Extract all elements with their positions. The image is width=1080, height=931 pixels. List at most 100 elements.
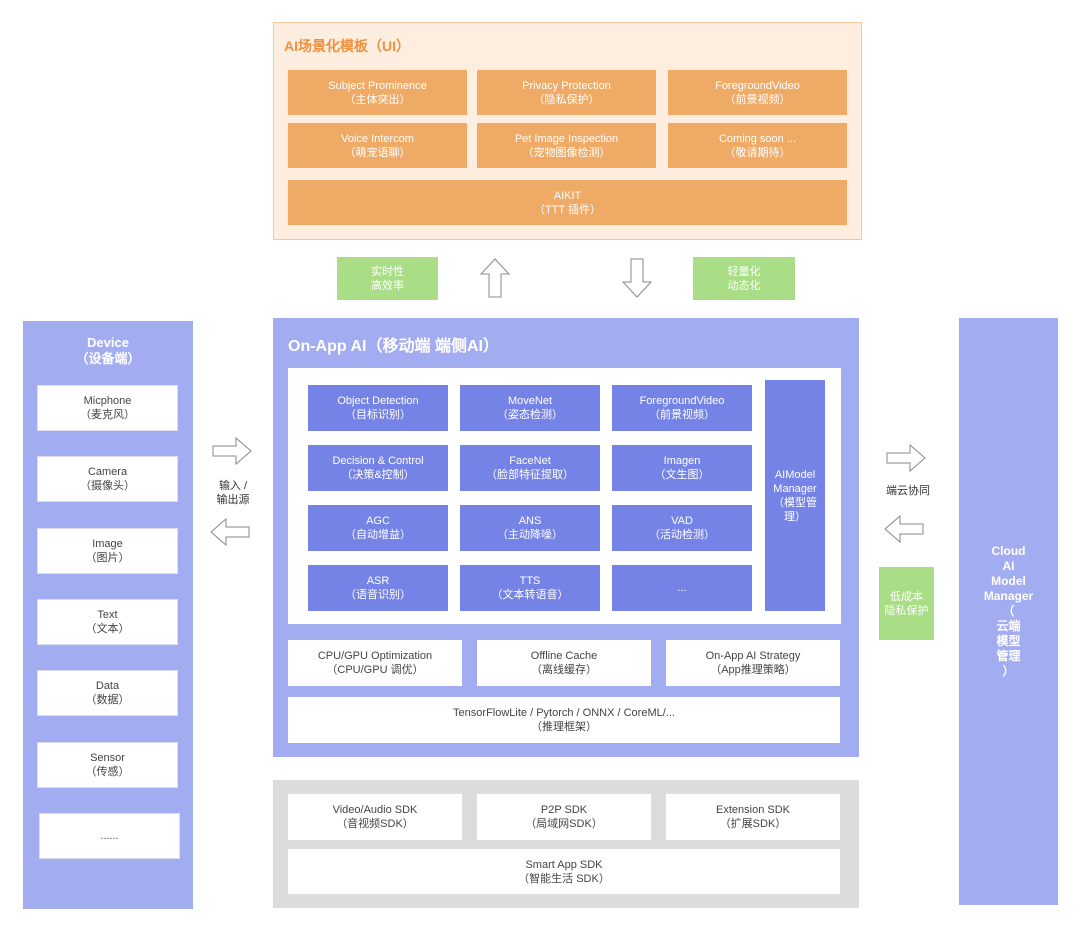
model-label-en: AGC: [366, 515, 390, 527]
device-title-en: Device: [87, 335, 129, 350]
model-label-zh: （文生图）: [654, 469, 710, 481]
cloud-line: AI: [1002, 559, 1015, 573]
sdk-label-zh: （音视频SDK）: [336, 818, 414, 830]
device-item-data[interactable]: Data （数据）: [37, 670, 178, 716]
aikit-box[interactable]: AIKIT （TTT 插件）: [288, 180, 847, 225]
sdk-label-en: Extension SDK: [716, 804, 790, 816]
model-movenet[interactable]: MoveNet （姿态检测）: [460, 385, 600, 431]
device-item-en: Image: [92, 538, 123, 550]
template-voice-intercom[interactable]: Voice Intercom （萌宠语聊）: [288, 123, 467, 168]
sdk-label-en: Video/Audio SDK: [332, 804, 418, 816]
model-label-zh: （主动降噪）: [497, 529, 563, 541]
device-item-zh: （数据）: [85, 694, 130, 706]
on-app-ai-strategy[interactable]: On-App AI Strategy （App推理策略）: [666, 640, 840, 686]
template-label-zh: （敬请期待）: [724, 146, 791, 159]
p2p-sdk[interactable]: P2P SDK （局域网SDK）: [477, 794, 651, 840]
device-title: Device （设备端）: [23, 335, 193, 367]
model-object-detection[interactable]: Object Detection （目标识别）: [308, 385, 448, 431]
model-label-en: ...: [677, 582, 687, 594]
device-item-sensor[interactable]: Sensor （传感）: [37, 742, 178, 788]
model-label-zh: （活动检测）: [649, 529, 715, 541]
model-decision-control[interactable]: Decision & Control （决策&控制）: [308, 445, 448, 491]
model-ans[interactable]: ANS （主动降噪）: [460, 505, 600, 551]
device-item-en: Sensor: [90, 752, 125, 764]
arrow-right-icon: [886, 443, 926, 473]
device-item-zh: （传感）: [85, 766, 130, 778]
device-item-zh: （图片）: [85, 552, 130, 564]
model-asr[interactable]: ASR （语音识别）: [308, 565, 448, 611]
io-label-line-2: 输出源: [216, 494, 250, 506]
cloud-line: 模型: [996, 634, 1021, 648]
video-audio-sdk[interactable]: Video/Audio SDK （音视频SDK）: [288, 794, 462, 840]
manager-line-1: AIModel: [774, 468, 816, 481]
cloud-ai-model-manager[interactable]: Cloud AI Model Manager （ 云端 模型 管理 ）: [959, 318, 1058, 905]
device-item-image[interactable]: Image （图片）: [37, 528, 178, 574]
tag-line-1: 低成本: [890, 590, 923, 603]
template-coming-soon[interactable]: Coming soon ... （敬请期待）: [668, 123, 847, 168]
cloud-line: 云端: [996, 619, 1021, 633]
device-item-micphone[interactable]: Micphone （麦克风）: [37, 385, 178, 431]
model-facenet[interactable]: FaceNet （脸部特征提取）: [460, 445, 600, 491]
model-label-en: TTS: [519, 575, 541, 587]
opt-label-zh: （离线缓存）: [531, 664, 597, 676]
model-vad[interactable]: VAD （活动检测）: [612, 505, 752, 551]
model-label-en: ANS: [518, 515, 542, 527]
model-imagen[interactable]: Imagen （文生图）: [612, 445, 752, 491]
model-label-en: ASR: [366, 575, 390, 587]
device-item-text[interactable]: Text （文本）: [37, 599, 178, 645]
template-foreground-video[interactable]: ForegroundVideo （前景视频）: [668, 70, 847, 115]
smart-app-sdk[interactable]: Smart App SDK （智能生活 SDK）: [288, 849, 840, 894]
arrow-left-icon: [210, 517, 250, 547]
model-label-zh: （决策&控制）: [341, 469, 415, 481]
template-label-zh: （主体突出）: [344, 93, 411, 106]
aimodel-manager[interactable]: AIModel Manager （模型管 理）: [765, 380, 825, 611]
model-label-zh: （脸部特征提取）: [486, 469, 574, 481]
model-tts[interactable]: TTS （文本转语音）: [460, 565, 600, 611]
manager-line-3: （模型管: [773, 496, 817, 509]
inference-framework[interactable]: TensorFlowLite / Pytorch / ONNX / CoreML…: [288, 697, 840, 743]
arrow-down-icon: [621, 258, 653, 298]
tag-low-cost-privacy: 低成本 隐私保护: [879, 567, 934, 640]
tag-lightweight-dynamic: 轻量化 动态化: [693, 257, 795, 300]
model-label-zh: （目标识别）: [345, 409, 411, 421]
cloud-line: （: [1002, 604, 1015, 618]
extension-sdk[interactable]: Extension SDK （扩展SDK）: [666, 794, 840, 840]
model-label-zh: （自动增益）: [345, 529, 411, 541]
tag-line-1: 实时性: [371, 265, 404, 278]
template-label-en: Pet Image Inspection: [514, 132, 619, 145]
model-label-en: VAD: [671, 515, 693, 527]
template-label-zh: （隐私保护）: [533, 93, 600, 106]
template-label-zh: （萌宠语聊）: [344, 146, 411, 159]
framework-label-en: TensorFlowLite / Pytorch / ONNX / CoreML…: [453, 707, 675, 719]
io-label: 输入 / 输出源: [208, 479, 258, 507]
model-more[interactable]: ...: [612, 565, 752, 611]
cloud-line: Model: [991, 574, 1026, 588]
model-foreground-video[interactable]: ForegroundVideo （前景视频）: [612, 385, 752, 431]
template-pet-image-inspection[interactable]: Pet Image Inspection （宠物图像检测）: [477, 123, 656, 168]
template-label-en: Coming soon ...: [718, 132, 797, 145]
opt-label-en: On-App AI Strategy: [705, 650, 801, 662]
model-label-zh: （姿态检测）: [497, 409, 563, 421]
template-privacy-protection[interactable]: Privacy Protection （隐私保护）: [477, 70, 656, 115]
template-subject-prominence[interactable]: Subject Prominence （主体突出）: [288, 70, 467, 115]
template-label-en: Voice Intercom: [341, 132, 414, 145]
model-label-en: Object Detection: [337, 395, 419, 407]
cpu-gpu-optimization[interactable]: CPU/GPU Optimization （CPU/GPU 调优）: [288, 640, 462, 686]
opt-label-zh: （CPU/GPU 调优）: [326, 664, 424, 676]
model-label-en: FaceNet: [509, 455, 551, 467]
arrow-right-icon: [212, 436, 252, 466]
cloud-line: ）: [1002, 664, 1015, 678]
template-label-zh: （前景视频）: [724, 93, 791, 106]
model-agc[interactable]: AGC （自动增益）: [308, 505, 448, 551]
sdk-label-en: P2P SDK: [540, 804, 588, 816]
device-item-zh: （文本）: [85, 623, 130, 635]
tag-line-2: 高效率: [371, 279, 404, 292]
on-app-ai-title: On-App AI（移动端 端侧AI）: [288, 338, 499, 355]
framework-label-zh: （推理框架）: [531, 721, 597, 733]
device-item-zh: （摄像头）: [80, 480, 135, 492]
device-item-more[interactable]: ......: [39, 813, 180, 859]
device-item-camera[interactable]: Camera （摄像头）: [37, 456, 178, 502]
template-label-en: ForegroundVideo: [715, 79, 800, 92]
sdk-label-zh: （局域网SDK）: [525, 818, 603, 830]
offline-cache[interactable]: Offline Cache （离线缓存）: [477, 640, 651, 686]
